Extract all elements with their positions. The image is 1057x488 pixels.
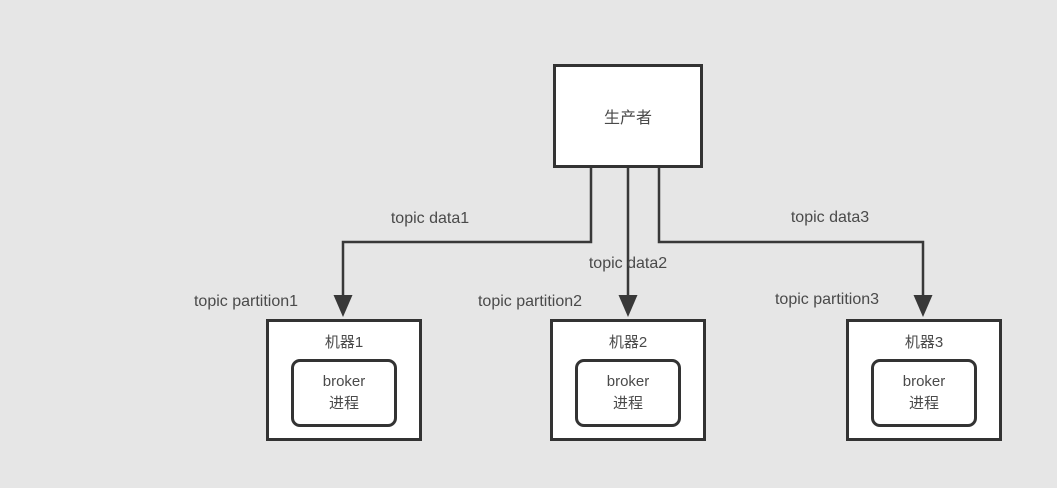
machine-box-3: 机器3 broker 进程 <box>846 319 1002 441</box>
process-label-1: 进程 <box>328 395 359 412</box>
process-label-2: 进程 <box>612 395 643 412</box>
partition-label-1: topic partition1 <box>193 293 299 310</box>
producer-box: 生产者 <box>553 64 703 168</box>
machine-box-1: 机器1 broker 进程 <box>266 319 422 441</box>
arrowhead-topic-data1 <box>333 295 353 317</box>
machine-box-2: 机器2 broker 进程 <box>550 319 706 441</box>
producer-label: 生产者 <box>603 110 652 127</box>
broker-label-1: broker <box>322 373 366 390</box>
edge-label-topic-data1: topic data1 <box>390 210 470 227</box>
broker-process-box-1: broker 进程 <box>291 359 397 427</box>
arrowhead-topic-data2 <box>618 295 638 317</box>
broker-label-2: broker <box>606 373 650 390</box>
edge-label-topic-data3: topic data3 <box>790 209 870 226</box>
machine-title-3: 机器3 <box>904 334 944 351</box>
broker-process-box-3: broker 进程 <box>871 359 977 427</box>
edge-label-topic-data2: topic data2 <box>588 255 668 272</box>
arrow-line-topic-data3 <box>657 168 925 298</box>
partition-label-2: topic partition2 <box>477 293 583 310</box>
partition-label-3: topic partition3 <box>774 291 880 308</box>
machine-title-2: 机器2 <box>608 334 648 351</box>
process-label-3: 进程 <box>908 395 939 412</box>
arrow-line-topic-data1 <box>341 168 593 298</box>
broker-process-box-2: broker 进程 <box>575 359 681 427</box>
broker-label-3: broker <box>902 373 946 390</box>
machine-title-1: 机器1 <box>324 334 364 351</box>
arrowhead-topic-data3 <box>913 295 933 317</box>
